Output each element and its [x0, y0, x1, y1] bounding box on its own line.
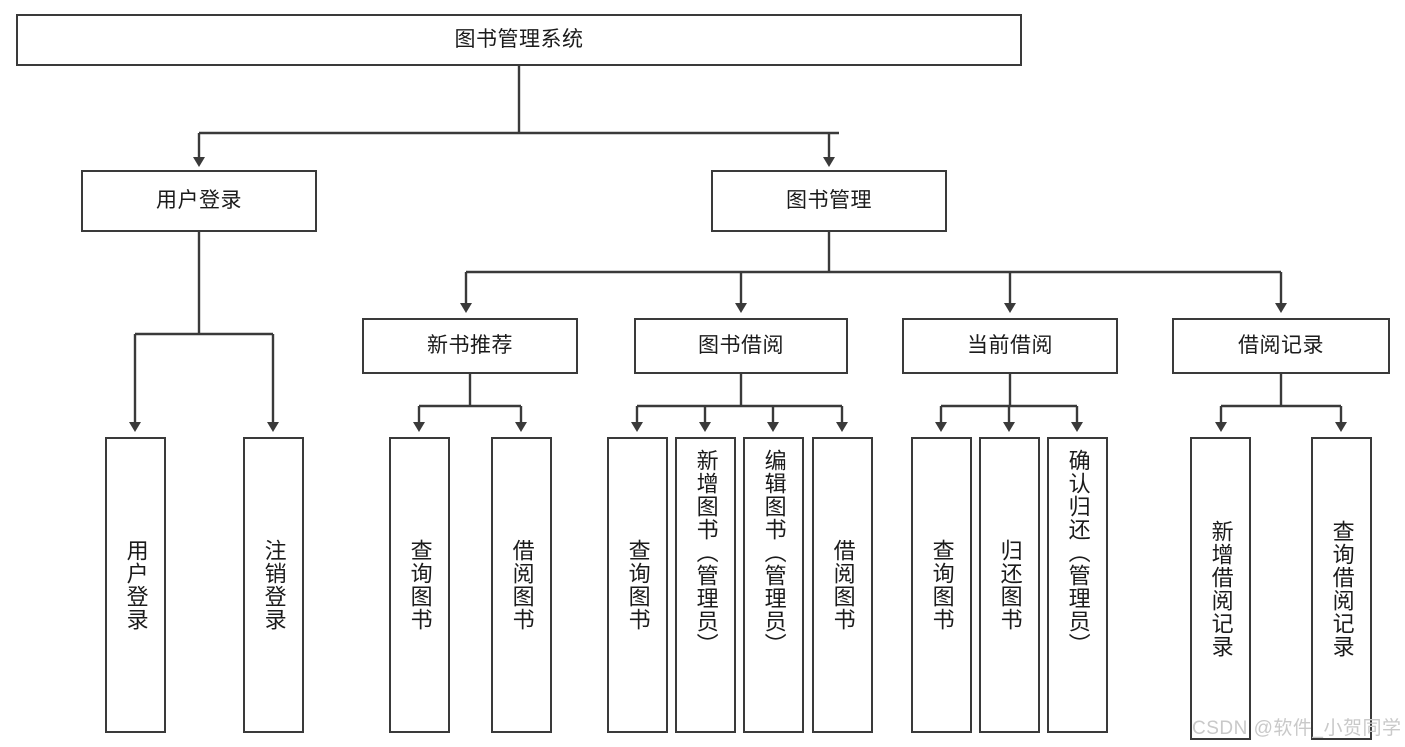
leaf-book-borrow-add-book-admin[interactable]: 新增图书（管理员） — [675, 437, 736, 733]
node-label: 确认归还（管理员） — [1065, 449, 1091, 656]
leaf-current-borrow-query-book[interactable]: 查询图书 — [911, 437, 972, 733]
leaf-borrow-record-query-record[interactable]: 查询借阅记录 — [1311, 437, 1372, 740]
node-label: 借阅图书 — [509, 539, 535, 631]
node-label: 新增借阅记录 — [1208, 519, 1234, 658]
node-user-login[interactable]: 用户登录 — [81, 170, 317, 232]
leaf-user-login-logout[interactable]: 注销登录 — [243, 437, 304, 733]
node-label: 用户登录 — [123, 539, 149, 631]
leaf-book-borrow-query-book[interactable]: 查询图书 — [607, 437, 668, 733]
node-label: 借阅图书 — [830, 539, 856, 631]
node-label: 用户登录 — [156, 188, 242, 212]
node-label: 图书管理 — [786, 188, 872, 212]
node-label: 图书借阅 — [698, 333, 784, 357]
node-label: 借阅记录 — [1238, 333, 1324, 357]
leaf-current-borrow-return-book[interactable]: 归还图书 — [979, 437, 1040, 733]
node-label: 查询借阅记录 — [1329, 519, 1355, 658]
node-borrow-record[interactable]: 借阅记录 — [1172, 318, 1390, 374]
node-label: 新书推荐 — [427, 333, 513, 357]
node-label: 图书管理系统 — [454, 27, 584, 51]
leaf-new-book-borrow-book[interactable]: 借阅图书 — [491, 437, 552, 733]
csdn-watermark: CSDN @软件_小贺同学 — [1192, 718, 1402, 739]
node-label: 查询图书 — [407, 539, 433, 631]
node-label: 新增图书（管理员） — [693, 449, 719, 656]
node-label: 查询图书 — [625, 539, 651, 631]
leaf-new-book-query-book[interactable]: 查询图书 — [389, 437, 450, 733]
node-label: 编辑图书（管理员） — [761, 449, 787, 656]
node-label: 查询图书 — [929, 539, 955, 631]
node-root-book-management-system[interactable]: 图书管理系统 — [16, 14, 1022, 66]
node-book-borrow[interactable]: 图书借阅 — [634, 318, 848, 374]
node-label: 当前借阅 — [967, 333, 1053, 357]
node-label: 注销登录 — [261, 539, 287, 631]
leaf-current-borrow-confirm-return-admin[interactable]: 确认归还（管理员） — [1047, 437, 1108, 733]
leaf-book-borrow-edit-book-admin[interactable]: 编辑图书（管理员） — [743, 437, 804, 733]
node-current-borrow[interactable]: 当前借阅 — [902, 318, 1118, 374]
node-book-management[interactable]: 图书管理 — [711, 170, 947, 232]
node-new-book-recommend[interactable]: 新书推荐 — [362, 318, 578, 374]
leaf-borrow-record-add-record[interactable]: 新增借阅记录 — [1190, 437, 1251, 740]
leaf-book-borrow-borrow-book[interactable]: 借阅图书 — [812, 437, 873, 733]
node-label: 归还图书 — [997, 539, 1023, 631]
leaf-user-login-login[interactable]: 用户登录 — [105, 437, 166, 733]
